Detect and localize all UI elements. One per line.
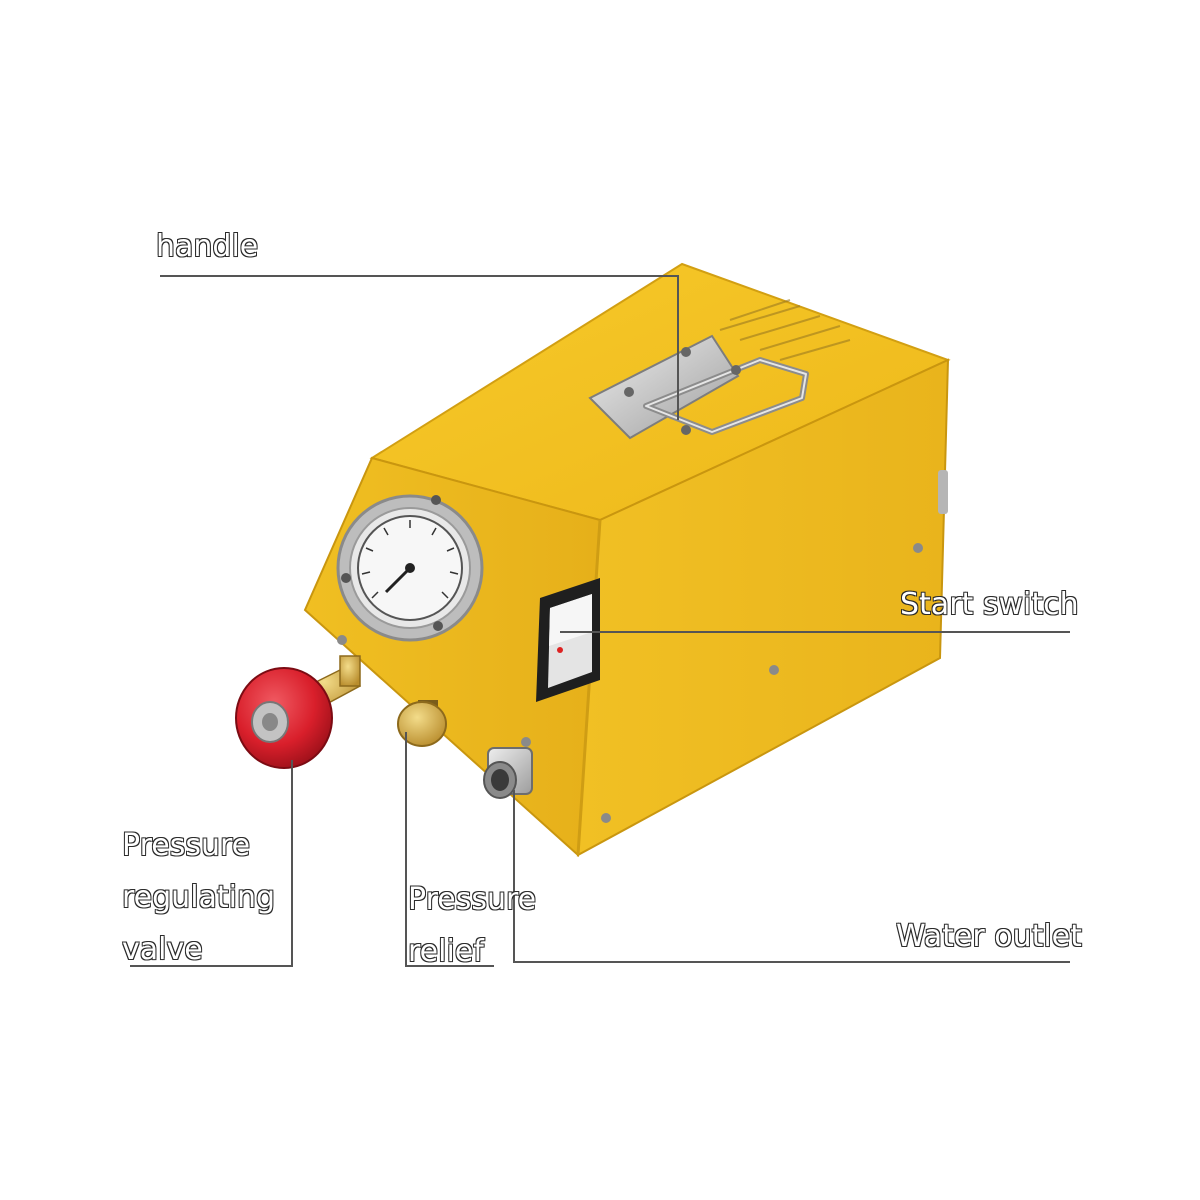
water-outlet-fitting [483, 747, 533, 799]
leader-lines [130, 275, 1070, 967]
label-water-outlet: Water outlet [895, 919, 1082, 954]
rocker-switch-icon [536, 578, 600, 702]
handle-icon [588, 334, 809, 440]
label-pressure-regulating-valve: Pressure regulating valve [121, 827, 276, 967]
pressure-relief-cap [397, 700, 447, 747]
label-start-switch: Start switch [899, 587, 1079, 622]
knob-icon [235, 655, 361, 769]
spec-sticker [719, 299, 851, 361]
label-pressure-relief: Pressure relief [407, 881, 537, 969]
label-handle: handle [155, 229, 259, 264]
pressure-gauge-icon [336, 494, 484, 642]
